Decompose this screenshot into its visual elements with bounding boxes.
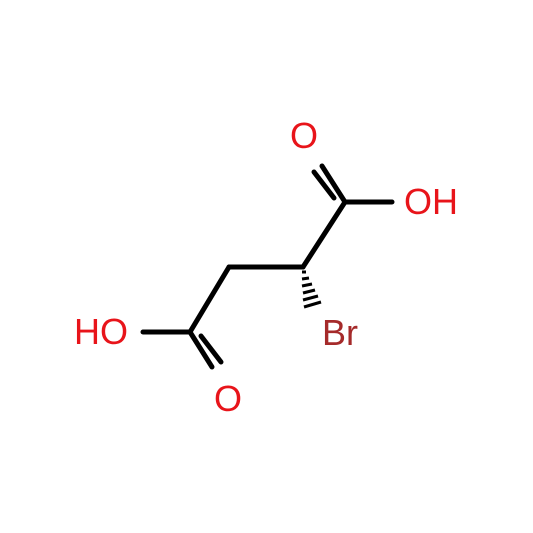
bond-ch2-cooh bbox=[187, 264, 232, 335]
atom-oh-top: OH bbox=[404, 181, 458, 222]
bond-c-o-double-bottom-b bbox=[198, 333, 224, 365]
bond-c-o-double-bottom-a bbox=[187, 329, 215, 370]
atom-o-bottom: O bbox=[214, 378, 242, 419]
bond-c-o-double-top-b bbox=[311, 169, 337, 201]
hashed-wedge-bond bbox=[301, 270, 322, 309]
bond-cooh-chiral bbox=[300, 199, 348, 270]
atom-br: Br bbox=[322, 312, 358, 353]
atom-o-top: O bbox=[290, 115, 318, 156]
atom-ho-left: HO bbox=[74, 311, 128, 352]
bond-c-o-double-top-a bbox=[319, 163, 348, 205]
